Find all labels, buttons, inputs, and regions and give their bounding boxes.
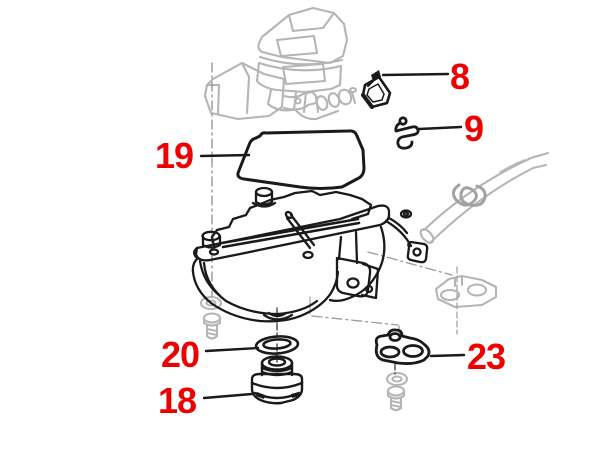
- screw-washer-left: [199, 295, 223, 340]
- float-bowl: [191, 186, 429, 323]
- carburetor-top-cover: [255, 6, 349, 114]
- callout-19: 19: [155, 135, 194, 176]
- leader-lines: [199, 72, 466, 400]
- leader-8: [381, 72, 450, 77]
- cable-clip: [452, 183, 487, 207]
- callout-23: 23: [467, 336, 506, 377]
- o-ring: [254, 335, 300, 355]
- drain-plug: [250, 355, 304, 405]
- leader-9: [417, 125, 463, 131]
- callout-8: 8: [450, 56, 470, 97]
- cable-bracket: [374, 328, 431, 365]
- needle-valve-clip: [394, 116, 420, 150]
- callout-9: 9: [464, 108, 484, 149]
- leader-23: [429, 353, 466, 358]
- throttle-cable: [419, 151, 550, 245]
- center-lines: [211, 62, 458, 375]
- leader-18: [202, 392, 254, 400]
- float-bowl-gasket: [236, 129, 366, 190]
- intake-boot: [203, 61, 318, 121]
- mount-bracket-upper: [434, 274, 498, 309]
- leader-20: [204, 346, 260, 353]
- callout-18: 18: [158, 380, 197, 421]
- leader-19: [199, 153, 251, 158]
- float-needle-valve: [361, 70, 392, 109]
- callout-20: 20: [161, 334, 200, 375]
- screw-washer-right: [385, 371, 409, 412]
